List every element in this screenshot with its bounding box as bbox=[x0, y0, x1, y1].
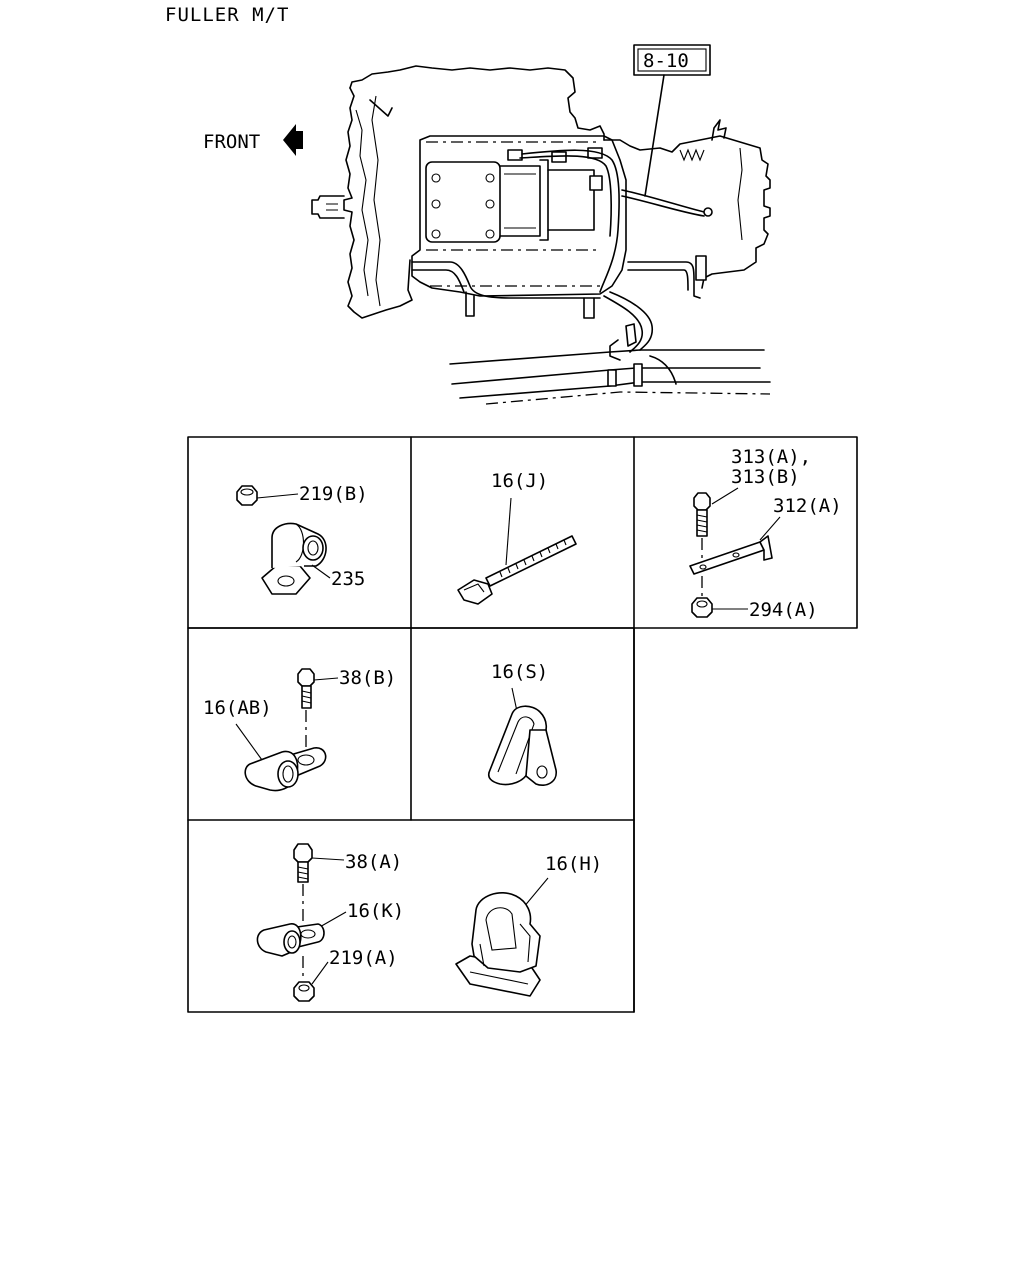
label-16k: 16(K) bbox=[347, 900, 404, 922]
label-294a: 294(A) bbox=[749, 599, 818, 621]
cell-219b-235: 219(B) 235 bbox=[236, 483, 368, 595]
part-16j-cable-tie[interactable] bbox=[457, 535, 577, 605]
label-16h: 16(H) bbox=[545, 853, 602, 875]
label-219b: 219(B) bbox=[299, 483, 368, 505]
reference-box-label: 8-10 bbox=[643, 50, 689, 72]
part-294a-nut[interactable] bbox=[691, 597, 713, 618]
label-313b: 313(B) bbox=[731, 466, 800, 488]
part-219a-nut[interactable] bbox=[293, 981, 315, 1002]
label-16ab: 16(AB) bbox=[203, 697, 272, 719]
label-16j: 16(J) bbox=[491, 470, 548, 492]
transmission-assembly bbox=[311, 65, 771, 405]
label-16s: 16(S) bbox=[491, 661, 548, 683]
label-38b: 38(B) bbox=[339, 667, 396, 689]
label-235: 235 bbox=[331, 568, 365, 590]
cell-38b-16ab: 38(B) 16(AB) bbox=[203, 667, 396, 792]
part-38a-bolt[interactable] bbox=[293, 843, 313, 883]
diagram-title: FULLER M/T bbox=[165, 4, 289, 26]
part-312a-bracket[interactable] bbox=[689, 535, 773, 575]
label-38a: 38(A) bbox=[345, 851, 402, 873]
label-313a: 313(A), bbox=[731, 446, 811, 468]
part-235-clip[interactable] bbox=[261, 522, 327, 595]
part-313-bolt[interactable] bbox=[693, 492, 711, 537]
front-label: FRONT bbox=[203, 131, 260, 153]
part-16k-clamp[interactable] bbox=[256, 923, 325, 957]
part-38b-bolt[interactable] bbox=[297, 668, 315, 709]
parts-grid bbox=[187, 436, 858, 1013]
label-219a: 219(A) bbox=[329, 947, 398, 969]
part-16s-clip[interactable] bbox=[487, 705, 557, 786]
reference-box[interactable]: 8-10 bbox=[633, 44, 711, 76]
label-312a: 312(A) bbox=[773, 495, 842, 517]
cell-313-312-294: 313(A), 313(B) 312(A) 294(A) bbox=[689, 446, 842, 621]
part-16ab-clamp[interactable] bbox=[244, 747, 327, 792]
part-219b-nut[interactable] bbox=[236, 485, 258, 506]
front-arrow-icon bbox=[283, 124, 303, 156]
part-16h-clip[interactable] bbox=[455, 892, 541, 997]
cell-16s: 16(S) bbox=[487, 661, 557, 786]
cell-38a-16k-219a-16h: 38(A) 16(K) 219(A) 16(H) bbox=[256, 843, 602, 1002]
cell-16j: 16(J) bbox=[457, 470, 577, 605]
